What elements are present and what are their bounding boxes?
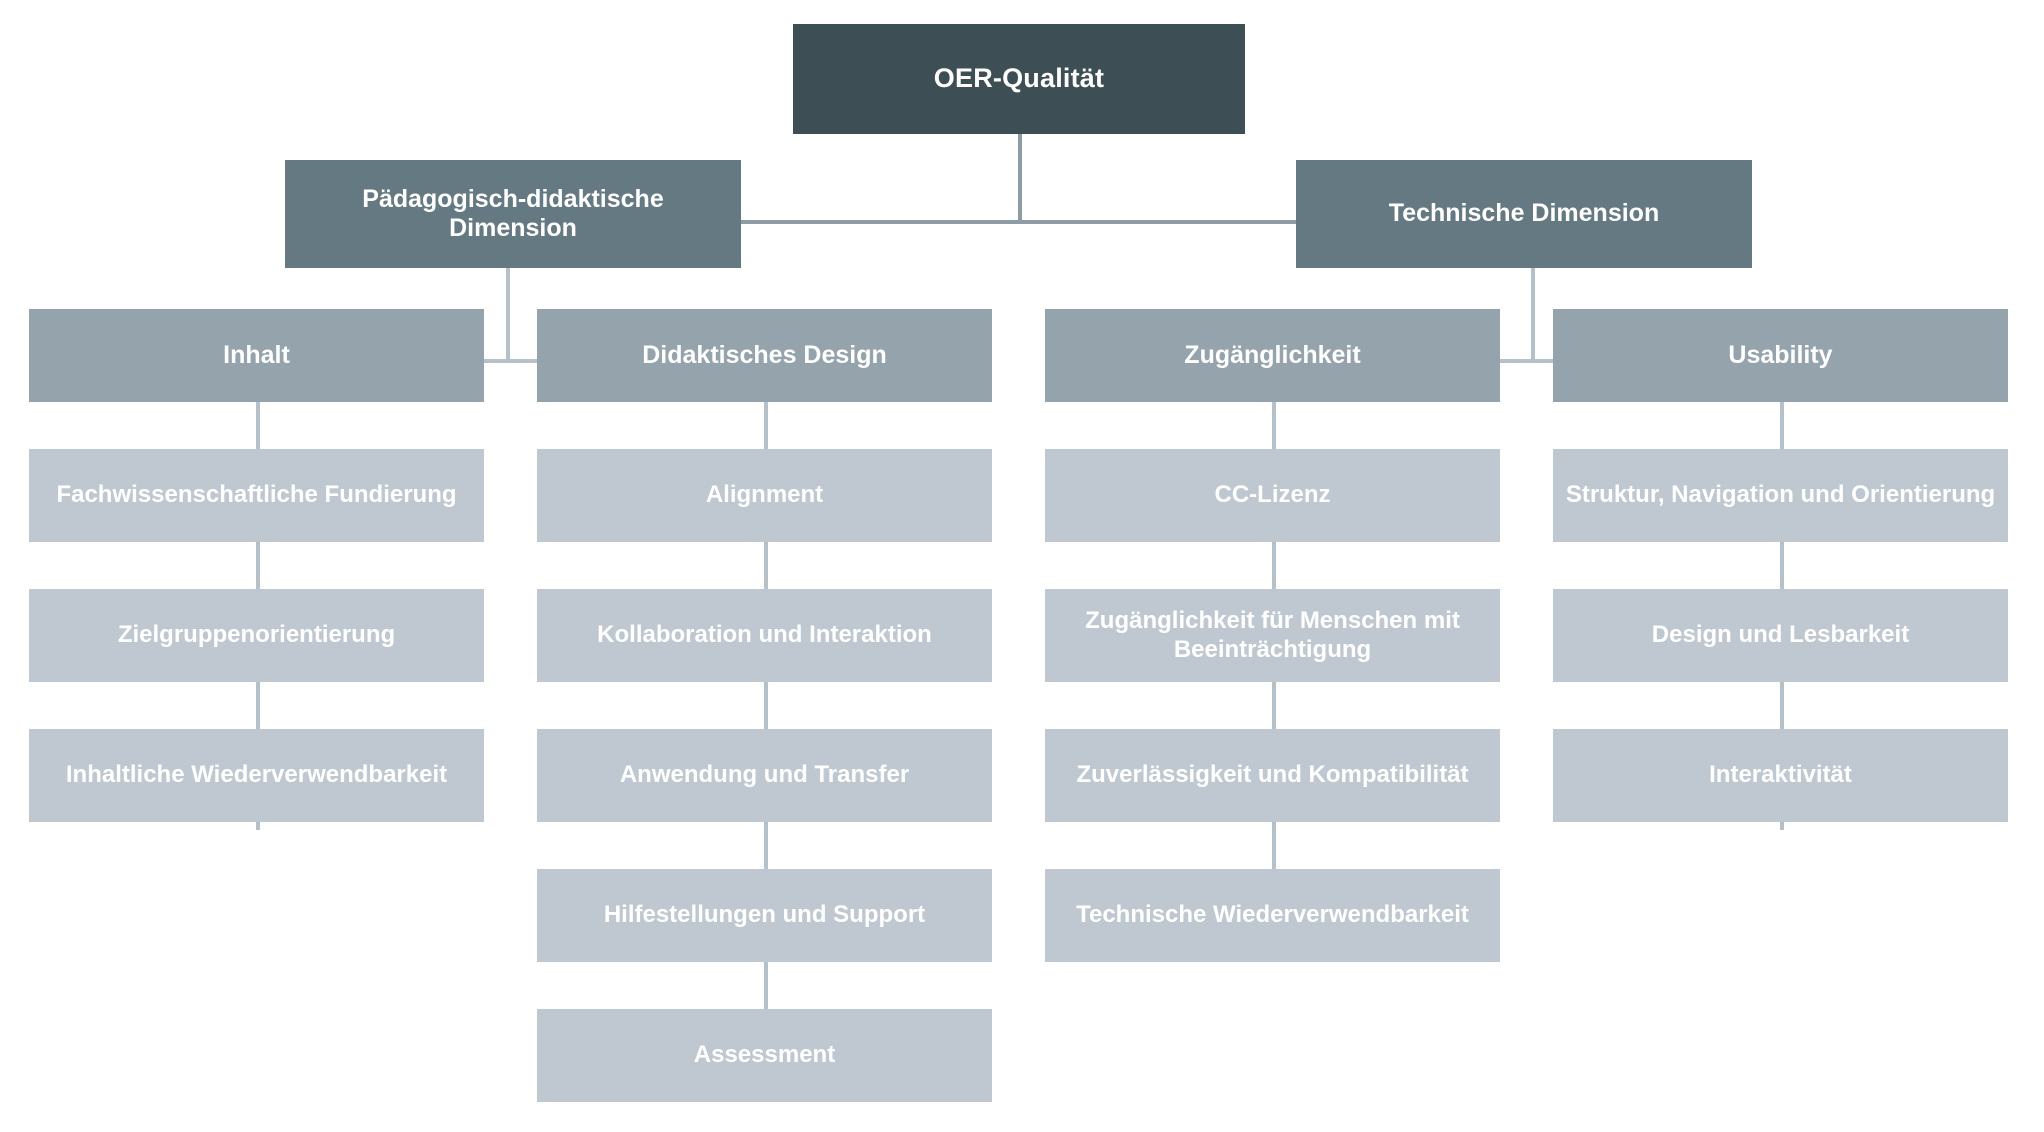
node-leaf-kollaboration-und-interaktion[interactable]: Kollaboration und Interaktion [537, 589, 992, 682]
node-leaf-alignment[interactable]: Alignment [537, 449, 992, 542]
node-dimension-technische[interactable]: Technische Dimension [1296, 160, 1752, 268]
node-leaf-zielgruppenorientierung[interactable]: Zielgruppenorientierung [29, 589, 484, 682]
node-leaf-fachwissenschaftliche-fundierung[interactable]: Fachwissenschaftliche Fundierung [29, 449, 484, 542]
connector-root-bus [735, 220, 1302, 224]
node-leaf-assessment[interactable]: Assessment [537, 1009, 992, 1102]
node-leaf-zugaenglichkeit-fuer-menschen-mit-beeintraechtigung[interactable]: Zugänglichkeit für Menschen mit Beeinträ… [1045, 589, 1500, 682]
node-leaf-interaktivitaet[interactable]: Interaktivität [1553, 729, 2008, 822]
node-category-didaktisches-design[interactable]: Didaktisches Design [537, 309, 992, 402]
node-leaf-anwendung-und-transfer[interactable]: Anwendung und Transfer [537, 729, 992, 822]
connector-right-category-bus [1425, 359, 1637, 363]
connector-root-stem [1018, 134, 1022, 222]
node-leaf-cc-lizenz[interactable]: CC-Lizenz [1045, 449, 1500, 542]
connector-right-dimension-stem [1531, 268, 1535, 363]
node-root-oer-qualitaet[interactable]: OER-Qualität [793, 24, 1245, 134]
node-dimension-paedagogisch-didaktische[interactable]: Pädagogisch-didaktische Dimension [285, 160, 741, 268]
node-leaf-zuverlaessigkeit-und-kompatibilitaet[interactable]: Zuverlässigkeit und Kompatibilität [1045, 729, 1500, 822]
node-category-zugaenglichkeit[interactable]: Zugänglichkeit [1045, 309, 1500, 402]
node-leaf-hilfestellungen-und-support[interactable]: Hilfestellungen und Support [537, 869, 992, 962]
node-leaf-technische-wiederverwendbarkeit[interactable]: Technische Wiederverwendbarkeit [1045, 869, 1500, 962]
node-category-usability[interactable]: Usability [1553, 309, 2008, 402]
node-leaf-design-und-lesbarkeit[interactable]: Design und Lesbarkeit [1553, 589, 2008, 682]
connector-left-dimension-stem [506, 268, 510, 363]
node-leaf-inhaltliche-wiederverwendbarkeit[interactable]: Inhaltliche Wiederverwendbarkeit [29, 729, 484, 822]
connector-left-category-bus [400, 359, 612, 363]
node-category-inhalt[interactable]: Inhalt [29, 309, 484, 402]
node-leaf-struktur-navigation-und-orientierung[interactable]: Struktur, Navigation und Orientierung [1553, 449, 2008, 542]
